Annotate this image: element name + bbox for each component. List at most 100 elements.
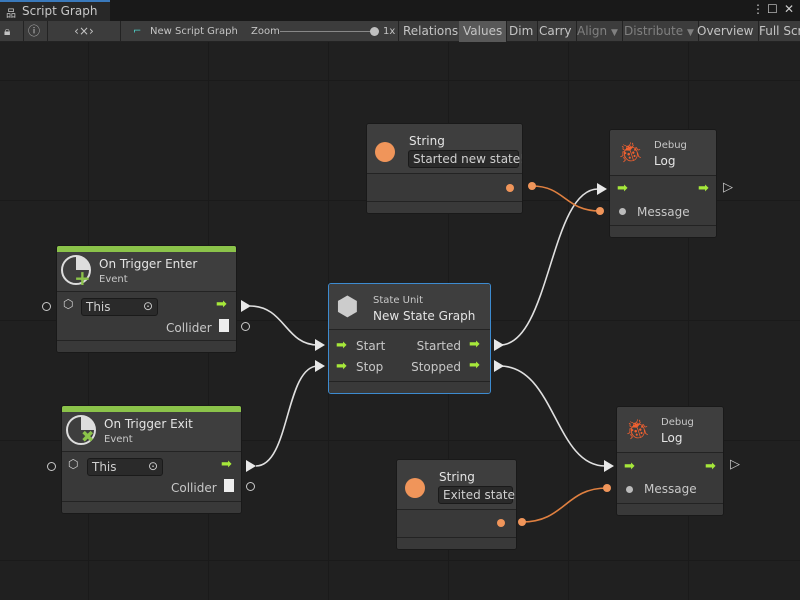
string-icon	[405, 478, 425, 498]
target-field[interactable]: This⊙	[87, 458, 163, 476]
gameobject-cube-icon: ⬡	[68, 457, 79, 471]
values-button[interactable]: Values	[459, 21, 508, 42]
enter-flow-out-port[interactable]	[241, 300, 251, 312]
debug1-out-port[interactable]: ▷	[723, 180, 733, 195]
flow-out-arrow-icon[interactable]: ➡	[216, 297, 227, 312]
node-title: New State Graph	[373, 309, 476, 323]
object-picker-icon[interactable]: ⊙	[147, 459, 158, 473]
debug2-message-in-port[interactable]	[603, 484, 611, 492]
output-port[interactable]	[497, 519, 505, 527]
state-unit-icon: ⬢	[336, 292, 359, 322]
state-unit-node[interactable]: ⬢ State Unit New State Graph ➡ Start ➡ S…	[328, 283, 491, 394]
string-node-1[interactable]: String Started new state!	[366, 123, 523, 214]
node-category: Event	[99, 274, 128, 285]
node-title: String	[439, 470, 475, 484]
on-trigger-enter-node[interactable]: + On Trigger Enter Event ⬡ This⊙ ➡ Colli…	[56, 245, 237, 353]
debug1-in-port[interactable]	[597, 183, 607, 195]
started-out-port[interactable]	[494, 339, 504, 351]
start-label: Start	[356, 339, 386, 353]
string-value-field[interactable]: Started new state!	[408, 150, 522, 168]
start-in-port[interactable]	[315, 339, 325, 351]
info-icon: ⓘ	[28, 24, 41, 38]
target-field[interactable]: This⊙	[81, 298, 158, 316]
bug-icon: 🐞︎	[625, 417, 651, 441]
started-label: Started	[416, 339, 461, 353]
dim-button[interactable]: Dim	[505, 21, 539, 42]
flow-out-arrow-icon[interactable]: ➡	[221, 457, 232, 472]
node-category: Debug	[661, 417, 694, 428]
zoom-label: Zoom	[251, 26, 280, 37]
debug-log-node-1[interactable]: 🐞︎ Debug Log ➡ ➡ Message	[609, 129, 717, 238]
flow-in-arrow-icon[interactable]: ➡	[624, 459, 635, 474]
message-port[interactable]	[626, 486, 633, 493]
edge-stopped-log	[499, 365, 606, 467]
edge-enter-start	[249, 305, 319, 346]
stopped-out-port[interactable]	[494, 360, 504, 372]
node-category: State Unit	[373, 295, 424, 306]
node-title: On Trigger Enter	[99, 257, 198, 271]
collider-label: Collider	[166, 321, 212, 335]
object-picker-icon[interactable]: ⊙	[142, 299, 153, 313]
string-icon	[375, 142, 395, 162]
flow-out-arrow-icon[interactable]: ➡	[705, 459, 716, 474]
trigger-exit-icon	[66, 415, 96, 445]
lock-button[interactable]: 🔒︎	[0, 21, 24, 42]
more-menu-icon[interactable]: ⋮	[752, 2, 764, 16]
started-arrow-icon[interactable]: ➡	[469, 337, 480, 352]
variables-button[interactable]: ‹×›	[48, 21, 121, 42]
edge-exit-stop	[255, 365, 319, 467]
bug-icon: 🐞︎	[618, 140, 644, 164]
node-title: On Trigger Exit	[104, 417, 193, 431]
hierarchy-icon: 品	[6, 9, 16, 20]
carry-button[interactable]: Carry	[535, 21, 577, 42]
node-title: String	[409, 134, 445, 148]
message-label: Message	[637, 205, 690, 219]
full-screen-button[interactable]: Full Scr	[755, 21, 800, 42]
flow-in-arrow-icon[interactable]: ➡	[617, 181, 628, 196]
exit-in-port[interactable]	[47, 462, 56, 471]
edge-started-log	[499, 188, 599, 346]
align-dropdown[interactable]: Align ▼	[573, 21, 623, 42]
graph-name[interactable]: New Script Graph	[150, 26, 238, 37]
maximize-icon[interactable]: ☐	[767, 2, 778, 16]
stop-in-port[interactable]	[315, 360, 325, 372]
stop-arrow-icon[interactable]: ➡	[336, 359, 347, 374]
exit-flow-out-port[interactable]	[246, 460, 256, 472]
output-port[interactable]	[506, 184, 514, 192]
debug-log-node-2[interactable]: 🐞︎ Debug Log ➡ ➡ Message	[616, 406, 724, 516]
string-node-2[interactable]: String Exited state	[396, 459, 517, 550]
stopped-arrow-icon[interactable]: ➡	[469, 358, 480, 373]
flow-out-arrow-icon[interactable]: ➡	[698, 181, 709, 196]
code-brackets-icon: ‹×›	[74, 24, 94, 38]
document-icon	[224, 479, 234, 492]
graph-breadcrumb: ⌐ New Script Graph Zoom 1x	[121, 21, 399, 42]
zoom-slider-handle[interactable]	[370, 27, 379, 36]
trigger-enter-icon	[61, 255, 91, 285]
enter-collider-port[interactable]	[241, 322, 250, 331]
document-icon	[219, 319, 229, 332]
debug2-in-port[interactable]	[604, 460, 614, 472]
message-port[interactable]	[619, 208, 626, 215]
string2-out-port[interactable]	[518, 518, 526, 526]
exit-collider-port[interactable]	[246, 482, 255, 491]
overview-button[interactable]: Overview	[693, 21, 759, 42]
debug1-message-in-port[interactable]	[596, 207, 604, 215]
enter-in-port[interactable]	[42, 302, 51, 311]
zoom-value: 1x	[383, 26, 396, 37]
collider-label: Collider	[171, 481, 217, 495]
zoom-slider-track[interactable]	[280, 31, 376, 32]
toolbar: 🔒︎ ⓘ ‹×› ⌐ New Script Graph Zoom 1x Rela…	[0, 21, 800, 42]
close-icon[interactable]: ✕	[784, 2, 795, 16]
debug2-out-port[interactable]: ▷	[730, 457, 740, 472]
on-trigger-exit-node[interactable]: ✖ On Trigger Exit Event ⬡ This⊙ ➡ Collid…	[61, 405, 242, 514]
node-category: Debug	[654, 140, 687, 151]
distribute-dropdown[interactable]: Distribute ▼	[620, 21, 699, 42]
start-arrow-icon[interactable]: ➡	[336, 338, 347, 353]
graph-icon: ⌐	[133, 26, 142, 37]
string-value-field[interactable]: Exited state	[438, 486, 515, 504]
info-button[interactable]: ⓘ	[24, 21, 48, 42]
x-icon: ✖	[81, 427, 95, 446]
dropdown-arrow-icon: ▼	[686, 28, 694, 38]
string-out-port[interactable]	[528, 182, 536, 190]
